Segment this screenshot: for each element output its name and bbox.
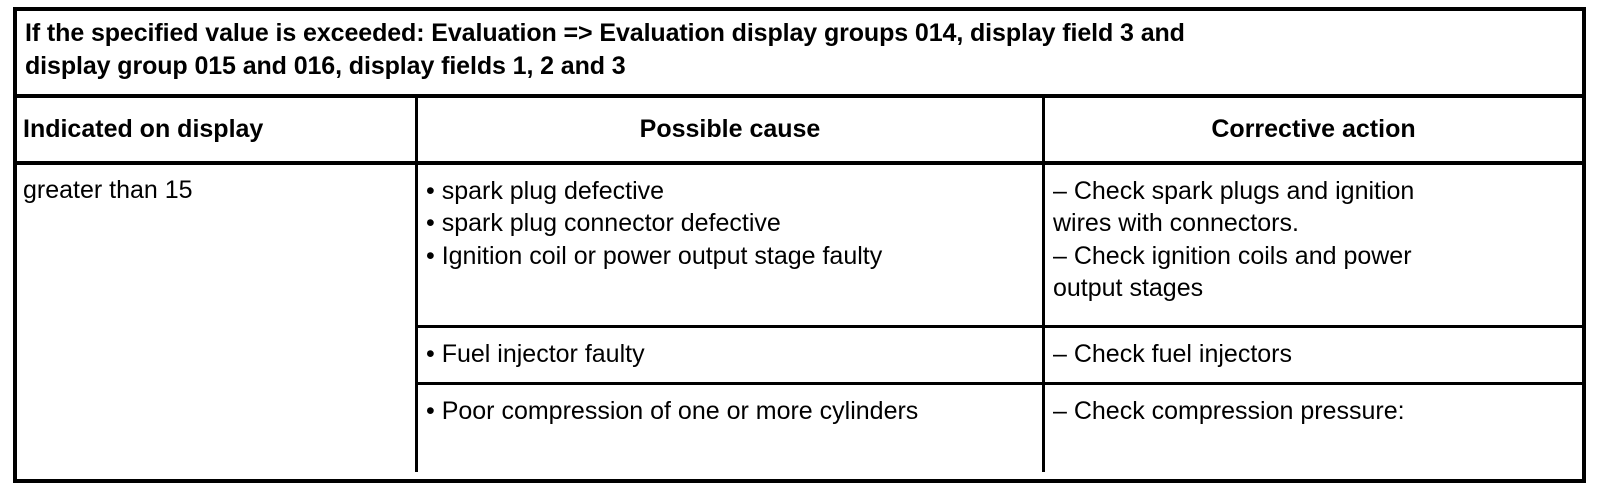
- list-item: • spark plug connector defective: [426, 209, 781, 237]
- column-header-possible-cause: Possible cause: [415, 97, 1042, 161]
- list-item: • Poor compression of one or more cylind…: [426, 396, 919, 425]
- table-body-right: • spark plug defective • spark plug conn…: [415, 164, 1582, 472]
- cell-possible-cause: • Poor compression of one or more cylind…: [415, 381, 1042, 472]
- list-item: – Check ignition coils and power: [1053, 241, 1412, 270]
- specification-table: If the specified value is exceeded: Eval…: [13, 7, 1586, 483]
- cell-possible-cause: • Fuel injector faulty: [415, 324, 1042, 382]
- list-item: – Check spark plugs and ignition: [1053, 176, 1415, 205]
- list-item: wires with connectors.: [1053, 209, 1299, 237]
- list-item: • Fuel injector faulty: [426, 339, 645, 368]
- list-item: • spark plug defective: [426, 176, 665, 205]
- cell-possible-cause: • spark plug defective • spark plug conn…: [415, 164, 1042, 325]
- list-item: – Check compression pressure:: [1053, 396, 1405, 425]
- column-header-corrective-action: Corrective action: [1042, 97, 1582, 161]
- note-line-1: If the specified value is exceeded: Eval…: [25, 19, 1185, 47]
- list-item: – Check fuel injectors: [1053, 339, 1293, 368]
- column-header-indicated-on-display: Indicated on display: [17, 97, 415, 161]
- table-body: greater than 15 • spark plug defective •…: [17, 160, 1582, 472]
- list-item: output stages: [1053, 274, 1204, 302]
- list-item: • Ignition coil or power output stage fa…: [426, 241, 883, 270]
- cell-indicated-value: greater than 15: [17, 164, 415, 472]
- cell-corrective-action: – Check fuel injectors: [1042, 324, 1582, 382]
- cell-corrective-action: – Check spark plugs and ignition wires w…: [1042, 164, 1582, 325]
- note-line-2: display group 015 and 016, display field…: [25, 52, 626, 81]
- table-header-row: Indicated on display Possible cause Corr…: [17, 97, 1582, 161]
- note-block: If the specified value is exceeded: Eval…: [17, 11, 1582, 98]
- table-row: • Poor compression of one or more cylind…: [415, 381, 1582, 472]
- table-row: • spark plug defective • spark plug conn…: [415, 164, 1582, 325]
- cell-corrective-action: – Check compression pressure:: [1042, 381, 1582, 472]
- table-row: • Fuel injector faulty – Check fuel inje…: [415, 324, 1582, 382]
